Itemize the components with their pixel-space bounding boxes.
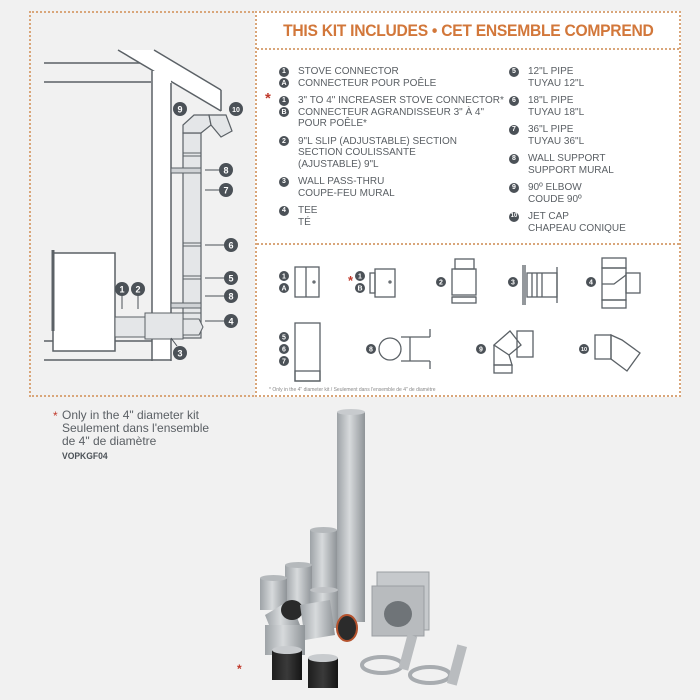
item-label-fr-cont: POUR POÊLE* [298, 118, 367, 129]
item-label-fr: SECTION COULISSANTE [298, 147, 416, 158]
svg-text:1: 1 [358, 274, 362, 281]
number-badge: 1 [279, 95, 289, 106]
svg-text:8: 8 [228, 292, 233, 302]
svg-text:1: 1 [119, 285, 124, 295]
svg-text:2: 2 [135, 285, 140, 295]
number-badge: 2 [279, 136, 289, 147]
asterisk-icon: * [53, 409, 58, 423]
availability-note: * Only in the 4" diameter kit Seulement … [53, 408, 210, 463]
number-badge: 5 [509, 66, 519, 77]
svg-text:7: 7 [223, 186, 228, 196]
svg-text:6: 6 [228, 241, 233, 251]
svg-text:10: 10 [581, 347, 587, 353]
kit-contents-panel: THIS KIT INCLUDES • CET ENSEMBLE COMPREN… [255, 11, 681, 397]
svg-text:B: B [357, 286, 362, 293]
product-sku: VOPKGF04 [62, 451, 108, 462]
note-line-en: Only in the 4" diameter kit [62, 408, 199, 422]
part-icon-badges: 1 A 1 B 2 3 4 5 6 7 8 9 10 [279, 271, 596, 366]
letter-badge: B [279, 107, 289, 118]
item-label-fr: COUDE 90º [528, 193, 582, 205]
page-title: THIS KIT INCLUDES • CET ENSEMBLE COMPREN… [282, 20, 654, 40]
svg-text:1: 1 [282, 274, 286, 281]
item-label-en: STOVE CONNECTOR [298, 66, 399, 77]
svg-text:10: 10 [232, 107, 240, 114]
item-label-en: 3" TO 4" INCREASER STOVE CONNECTOR* [298, 95, 504, 106]
number-badge: 9 [509, 182, 519, 193]
svg-text:8: 8 [223, 166, 228, 176]
asterisk-icon: * [265, 90, 271, 107]
number-badge: 4 [279, 205, 289, 216]
installation-diagram-panel: 9 10 8 7 6 5 8 4 3 1 2 [29, 11, 257, 397]
item-label-en: 12"L PIPE [528, 66, 574, 77]
asterisk-icon: * [348, 273, 354, 288]
item-label-en: 36"L PIPE [528, 124, 574, 135]
svg-text:6: 6 [282, 347, 286, 354]
svg-text:8: 8 [369, 347, 373, 354]
item-label-fr: CONNECTEUR POUR POÊLE [298, 77, 437, 89]
item-label-fr: SUPPORT MURAL [528, 164, 614, 176]
svg-text:7: 7 [282, 359, 286, 366]
svg-text:9: 9 [177, 105, 182, 115]
item-label-en: JET CAP [528, 211, 569, 222]
item-label-fr: TUYAU 36"L [528, 135, 585, 147]
number-badge: 6 [509, 95, 519, 106]
item-label-fr: CONNECTEUR AGRANDISSEUR 3" À 4" [298, 106, 485, 118]
number-badge: 3 [279, 176, 289, 187]
header-band: THIS KIT INCLUDES • CET ENSEMBLE COMPREN… [257, 13, 679, 50]
product-photo [260, 409, 468, 688]
svg-text:5: 5 [228, 274, 233, 284]
item-label-en: 18"L PIPE [528, 95, 574, 106]
item-label-fr-cont: (AJUSTABLE) 9"L [298, 158, 379, 170]
number-badge: 1 [279, 66, 289, 77]
part-icons-drawings: 1 A 1 B 2 3 4 5 6 7 8 9 10 * [279, 257, 641, 382]
note-line-fr-1: Seulement dans l'ensemble [62, 421, 210, 435]
svg-text:9: 9 [479, 347, 483, 354]
item-label-fr: TUYAU 18"L [528, 106, 585, 118]
note-line-fr-2: de 4" de diamètre [62, 434, 157, 448]
item-label-en: 90º ELBOW [528, 182, 582, 193]
svg-text:3: 3 [511, 280, 515, 287]
svg-text:4: 4 [589, 280, 593, 287]
asterisk-icon: * [237, 662, 242, 676]
number-badge: 10 [509, 211, 519, 222]
item-label-en: WALL SUPPORT [528, 153, 606, 164]
item-label-fr: COUPE-FEU MURAL [298, 187, 395, 199]
item-label-fr: CHAPEAU CONIQUE [528, 222, 626, 234]
item-label-en: TEE [298, 205, 318, 216]
installation-diagram: 9 10 8 7 6 5 8 4 3 1 2 [44, 49, 243, 361]
svg-text:3: 3 [177, 349, 182, 359]
item-label-fr: TÉ [298, 216, 311, 228]
svg-text:2: 2 [439, 280, 443, 287]
svg-text:5: 5 [282, 335, 286, 342]
svg-text:A: A [281, 286, 286, 293]
item-label-en: WALL PASS-THRU [298, 176, 385, 187]
diagram-callouts: 9 10 8 7 6 5 8 4 3 1 2 [115, 102, 243, 360]
item-label-fr: TUYAU 12"L [528, 77, 585, 89]
svg-text:4: 4 [228, 317, 233, 327]
item-label-en: 9"L SLIP (ADJUSTABLE) SECTION [298, 135, 457, 147]
number-badge: 8 [509, 153, 519, 164]
part-icons-grid: 1 A 1 B 2 3 4 5 6 7 8 9 10 * * Only in t… [257, 245, 679, 399]
icons-footnote: * Only in the 4" diameter kit / Seulemen… [269, 387, 436, 393]
letter-badge: A [279, 78, 289, 89]
number-badge: 7 [509, 124, 519, 135]
